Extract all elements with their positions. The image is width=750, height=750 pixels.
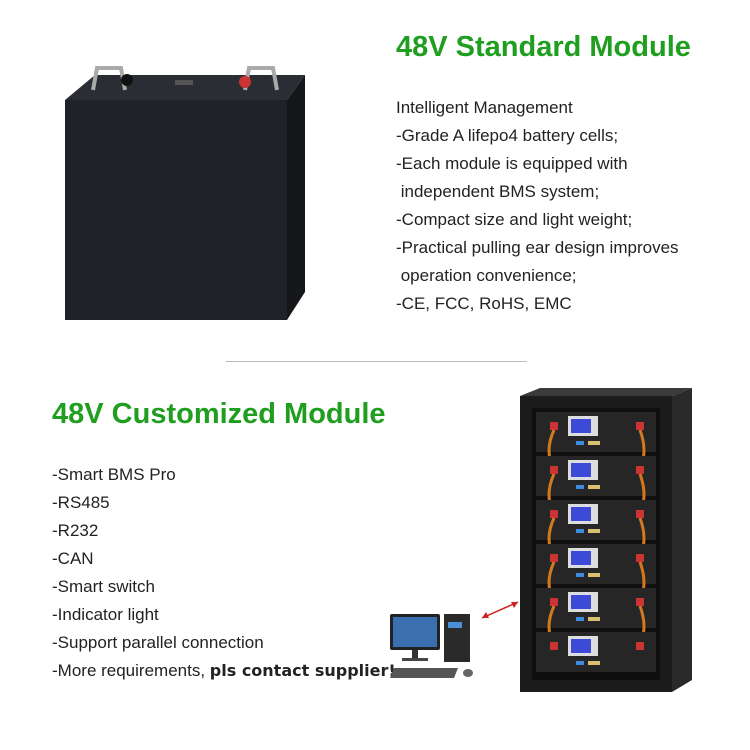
contact-supplier-text: pls contact supplier! xyxy=(209,661,396,680)
feature-line: -R232 xyxy=(52,521,99,540)
feature-line: -Practical pulling ear design improves xyxy=(396,238,679,257)
feature-line: -RS485 xyxy=(52,493,110,512)
feature-line: -Smart switch xyxy=(52,577,155,596)
customized-module-title: 48V Customized Module xyxy=(52,398,386,430)
standard-module-features: Intelligent Management -Grade A lifepo4 b… xyxy=(396,94,679,318)
standard-module-title: 48V Standard Module xyxy=(396,31,691,63)
battery-module-unit xyxy=(536,632,656,672)
battery-module-unit xyxy=(536,500,656,557)
battery-module-image xyxy=(65,66,305,320)
feature-line: -Smart BMS Pro xyxy=(52,465,176,484)
customized-module-features: -Smart BMS Pro -RS485 -R232 -CAN -Smart swit… xyxy=(52,461,396,685)
feature-line: -Grade A lifepo4 battery cells; xyxy=(396,126,619,145)
battery-module-unit xyxy=(536,412,656,469)
feature-line: -CAN xyxy=(52,549,94,568)
battery-module-unit xyxy=(536,588,656,645)
feature-line: -CE, FCC, RoHS, EMC xyxy=(396,294,572,313)
feature-line: -Support parallel connection xyxy=(52,633,264,652)
feature-line: -Each module is equipped with xyxy=(396,154,628,173)
feature-line: Intelligent Management xyxy=(396,98,573,117)
feature-line: operation convenience; xyxy=(396,266,577,285)
computer-image xyxy=(390,614,473,678)
battery-cabinet-image xyxy=(520,388,692,692)
section-divider xyxy=(226,361,527,362)
contact-prefix: -More requirements, xyxy=(52,661,210,680)
feature-line: independent BMS system; xyxy=(396,182,600,201)
connection-arrow-icon xyxy=(481,601,519,619)
feature-line: -Compact size and light weight; xyxy=(396,210,633,229)
battery-module-unit xyxy=(536,544,656,601)
feature-line-contact: -More requirements, pls contact supplier… xyxy=(52,657,396,685)
feature-line: -Indicator light xyxy=(52,605,159,624)
